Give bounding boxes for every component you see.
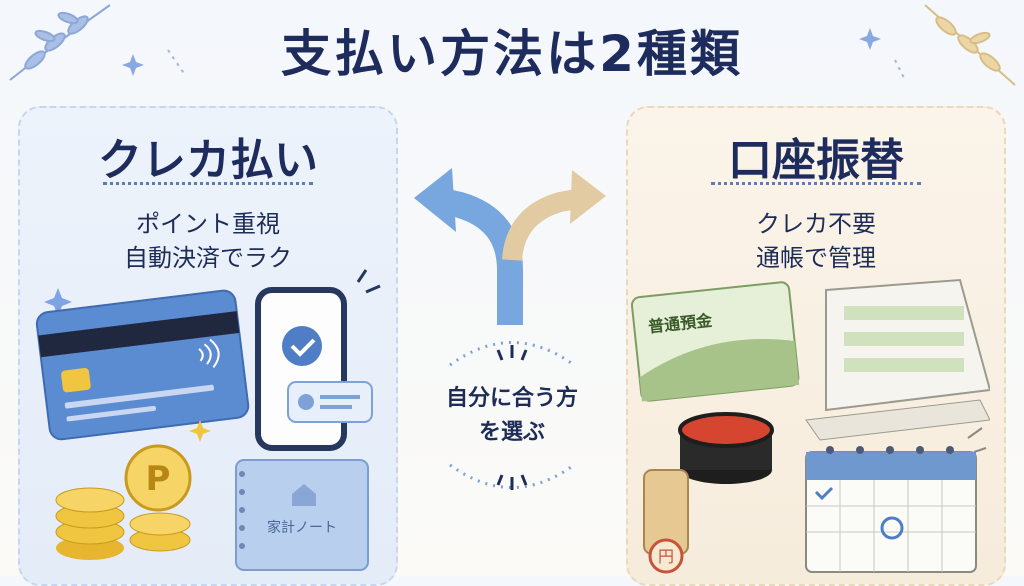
- coin-mark: P: [146, 459, 171, 499]
- coins-icon: P: [55, 444, 192, 560]
- notebook-icon: 家計ノート: [235, 459, 369, 571]
- right-line-2: 通帳で管理: [756, 244, 876, 272]
- arrow-left-icon: [414, 168, 523, 325]
- emphasis-lines: [496, 345, 528, 490]
- seal-mark: 円: [658, 547, 674, 566]
- left-heading: クレカ払い: [98, 135, 318, 186]
- dash-accent: [167, 49, 906, 81]
- leaf-sprig-right-icon: [924, 4, 1016, 86]
- left-line-1: ポイント重視: [136, 210, 280, 238]
- smartphone-icon: [255, 287, 373, 451]
- emphasis-lines-right: [967, 427, 987, 453]
- passbook-icon: 普通預金: [630, 281, 800, 402]
- vibration-lines: [356, 269, 381, 294]
- hanko-seal-icon: 円: [643, 469, 689, 574]
- center-dotted-ring: [449, 341, 575, 490]
- right-heading-underline: [711, 182, 921, 185]
- center-line-2: を選ぶ: [478, 420, 545, 445]
- sparkle-icon: [122, 28, 881, 76]
- notebook-label: 家計ノート: [267, 519, 337, 536]
- right-heading: 口座振替: [728, 135, 904, 186]
- open-ledger-icon: [805, 278, 990, 441]
- stamp-pad-icon: [678, 412, 774, 484]
- center-line-1: 自分に合う方: [445, 386, 578, 411]
- credit-card-icon: [35, 289, 250, 441]
- calendar-icon: [805, 446, 977, 573]
- sparkle-icon: [44, 288, 72, 316]
- left-heading-underline: [103, 182, 313, 185]
- right-line-1: クレカ不要: [756, 210, 876, 238]
- left-line-2: 自動決済でラク: [124, 244, 292, 272]
- arrow-right-icon: [502, 170, 606, 262]
- center-caption: 自分に合う方 を選ぶ: [412, 382, 612, 450]
- leaf-sprig-icon: [9, 4, 111, 81]
- sparkle-gold-icon: [189, 420, 211, 442]
- fork-arrows: [414, 168, 606, 325]
- right-illustrations: 普通預金 円: [630, 278, 990, 574]
- left-illustrations: P 家計ノート: [35, 269, 381, 571]
- page-title: 支払い方法は2種類: [281, 25, 743, 83]
